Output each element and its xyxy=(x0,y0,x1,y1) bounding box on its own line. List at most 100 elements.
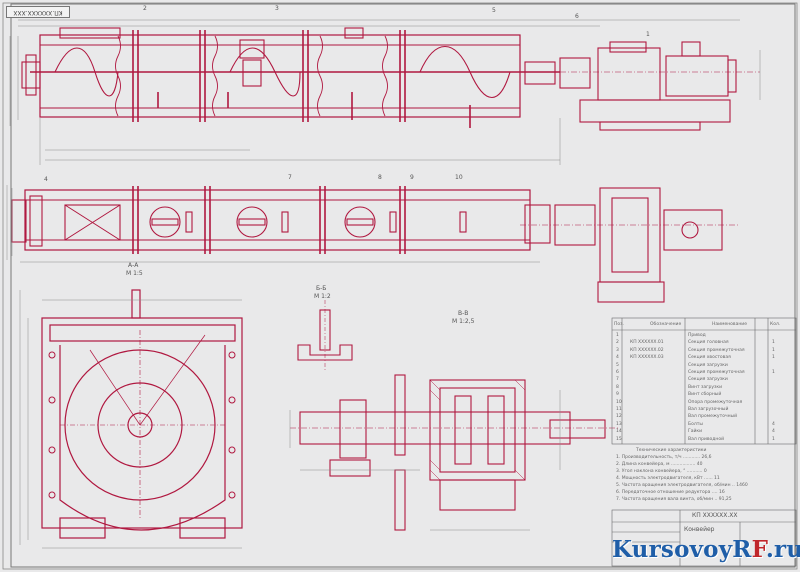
row-name: Секция промежуточная xyxy=(688,370,745,375)
header-qty: Кол. xyxy=(770,322,781,327)
tech-spec-line: 4. Мощность электродвигателя, кВт ......… xyxy=(616,476,720,481)
row-name: Привод xyxy=(688,333,706,338)
dimension-lines-top xyxy=(9,19,761,165)
row-designation: КП ХХХХХХ.03 xyxy=(630,355,664,361)
watermark-part-1: KursovoyR xyxy=(612,536,752,563)
row-name: Секция промежуточная xyxy=(688,347,745,353)
row-name: Вал приводной xyxy=(688,436,725,442)
callout-label: 2 xyxy=(143,5,147,12)
row-name: Винт сборный xyxy=(688,392,722,398)
tech-spec-line: 1. Производительность, т/ч ............ … xyxy=(616,455,712,460)
row-qty: 4 xyxy=(772,429,775,435)
conveyor-side-view xyxy=(21,27,760,131)
watermark-shadow: KursovoyRF.ru xyxy=(613,537,800,564)
spec-table-row: 14 Гайки 4 xyxy=(612,428,796,436)
watermark-text: KursovoyRF.ru xyxy=(612,536,800,563)
callout-label: 5 xyxy=(492,7,496,14)
tech-spec-line: 2. Длина конвейера, м ................. … xyxy=(616,462,703,467)
row-pos: 1 xyxy=(616,333,619,338)
drawing-frame xyxy=(10,3,796,568)
section-aa-scale: М 1:5 xyxy=(126,270,143,277)
row-pos: 9 xyxy=(616,392,619,398)
row-pos: 11 xyxy=(616,407,622,412)
spec-table-row: 11 Вал загрузочный xyxy=(612,406,796,414)
tech-spec-line: 7. Частота вращения вала винта, об/мин .… xyxy=(616,497,732,502)
callout-label: 8 xyxy=(378,174,382,181)
sheet-code-stamp: ΚΠ.ХХХХХХ.ХХХ xyxy=(6,6,70,18)
row-pos: 3 xyxy=(616,347,619,353)
spec-table-row: 4 КП ХХХХХХ.03 Секция хвостовая 1 xyxy=(612,354,796,362)
tech-spec-line: 3. Угол наклона конвейера, ° ...........… xyxy=(616,469,707,474)
spec-table-row: 1 Привод xyxy=(612,332,796,340)
row-pos: 13 xyxy=(616,421,622,427)
row-qty: 1 xyxy=(772,340,775,346)
row-designation: КП ХХХХХХ.01 xyxy=(630,340,664,346)
spec-table-row: 7 Секция загрузки xyxy=(612,376,796,384)
section-vv-scale: М 1:2,5 xyxy=(452,318,475,325)
watermark-part-3: .ru xyxy=(765,536,800,563)
row-pos: 7 xyxy=(616,377,619,383)
section-bb xyxy=(297,300,353,370)
conveyor-plan-view xyxy=(11,186,740,303)
row-name: Винт загрузки xyxy=(688,384,723,390)
tech-spec-title: Технические характеристики xyxy=(636,448,707,453)
row-pos: 10 xyxy=(616,399,622,405)
row-designation: КП ХХХХХХ.02 xyxy=(630,347,664,353)
callout-label: 4 xyxy=(44,176,48,183)
section-vv-bearing-assembly xyxy=(290,374,620,531)
section-bb-label: Б-Б xyxy=(316,285,327,292)
section-bb-scale: М 1:2 xyxy=(314,293,331,300)
spec-table-row: 15 Вал приводной 1 xyxy=(612,436,796,444)
row-name: Гайки xyxy=(688,429,703,435)
callout-label: 7 xyxy=(288,174,292,181)
tech-spec-line: 5. Частота вращения электродвигателя, об… xyxy=(616,483,748,488)
spec-table-row: 13 Болты 4 xyxy=(612,421,796,429)
row-pos: 15 xyxy=(616,436,622,442)
header-designation: Обозначение xyxy=(650,322,682,327)
site-watermark-logo: KursovoyRF.ru KursovoyRF.ru xyxy=(612,536,800,568)
row-qty: 1 xyxy=(772,347,775,353)
spec-table-row: 12 Вал промежуточный xyxy=(612,413,796,421)
callout-label: 10 xyxy=(455,174,463,181)
spec-table-row: 10 Опора промежуточная xyxy=(612,399,796,407)
section-vv-label: В-В xyxy=(458,310,469,317)
row-name: Опора промежуточная xyxy=(688,399,743,405)
title-block-code: КП ХХХХХХ.ХХ xyxy=(692,512,738,519)
spec-table-grid xyxy=(611,317,797,445)
row-pos: 4 xyxy=(616,355,619,361)
row-name: Секция хвостовая xyxy=(688,355,731,361)
section-aa-label: А-А xyxy=(128,262,139,269)
callout-label: 3 xyxy=(275,5,279,12)
specification-table: Поз. Обозначение Наименование Кол. 1 Прив… xyxy=(612,318,796,444)
spec-table-row: 9 Винт сборный xyxy=(612,391,796,399)
callout-label: 9 xyxy=(410,174,414,181)
dimension-lines-plan xyxy=(6,185,540,263)
header-pos: Поз. xyxy=(614,322,624,327)
row-name: Вал загрузочный xyxy=(688,407,729,412)
technical-characteristics: Технические характеристики 1. Производит… xyxy=(616,448,766,504)
row-name: Вал промежуточный xyxy=(688,414,738,420)
title-block-grid xyxy=(611,509,797,567)
row-qty: 1 xyxy=(772,355,775,361)
dimension-lines-section-aa xyxy=(19,290,242,549)
cross-section-aa xyxy=(41,289,243,539)
row-pos: 12 xyxy=(616,414,622,420)
spec-table-header: Поз. Обозначение Наименование Кол. xyxy=(612,321,796,329)
row-qty: 4 xyxy=(772,421,775,427)
callout-label: 1 xyxy=(646,31,650,38)
row-name: Секция загрузки xyxy=(688,377,728,383)
watermark-part-2: F xyxy=(751,536,766,563)
callout-label: 6 xyxy=(575,13,579,20)
row-pos: 14 xyxy=(616,429,622,435)
header-name: Наименование xyxy=(712,322,747,327)
row-qty: 1 xyxy=(772,436,775,442)
row-name: Болты xyxy=(688,421,703,427)
row-pos: 5 xyxy=(616,362,619,368)
